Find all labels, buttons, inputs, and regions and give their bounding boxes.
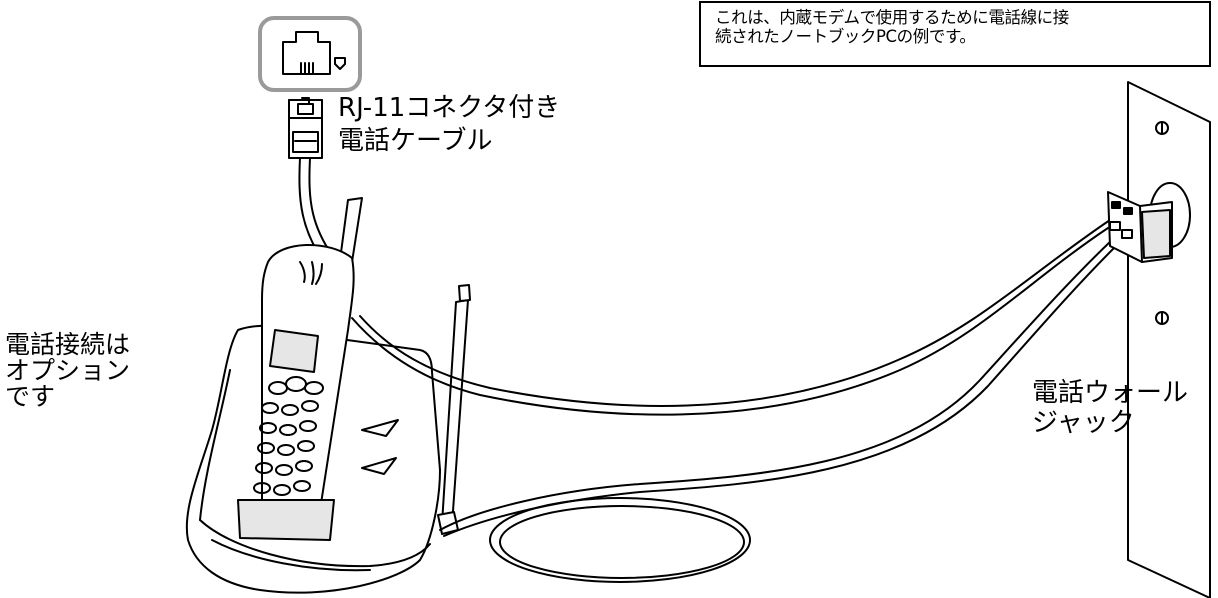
wall-jack-label-line: 電話ウォール bbox=[1032, 378, 1189, 408]
optional-label: 電話接続は オプション です bbox=[5, 332, 130, 410]
optional-label-line: です bbox=[5, 382, 56, 411]
wall-jack-label-line: ジャック bbox=[1032, 408, 1135, 438]
cable-label-line: RJ-11コネクタ付き bbox=[338, 93, 561, 123]
note-line: 続されたノートブックPCの例です。 bbox=[715, 27, 976, 46]
optional-label-line: 電話接続は bbox=[5, 330, 131, 359]
rj11-port-icon bbox=[258, 16, 362, 92]
optional-label-line: オプション bbox=[5, 356, 131, 385]
cordless-phone-icon bbox=[237, 197, 363, 541]
line-splitter-icon bbox=[1107, 191, 1173, 263]
wall-jack-label: 電話ウォール ジャック bbox=[1032, 378, 1188, 438]
cable-label: RJ-11コネクタ付き 電話ケーブル bbox=[338, 92, 560, 158]
cable-label-line: 電話ケーブル bbox=[338, 126, 493, 156]
phone-line-lower bbox=[439, 239, 1113, 531]
phone-line-upper bbox=[351, 227, 1109, 416]
note-text: これは、内蔵モデムで使用するために電話線に接 続されたノートブックPCの例です。 bbox=[715, 8, 1069, 46]
cable-loop bbox=[489, 497, 751, 583]
note-box: これは、内蔵モデムで使用するために電話線に接 続されたノートブックPCの例です。 bbox=[699, 1, 1211, 67]
rj11-plug-icon bbox=[288, 97, 323, 159]
base-antenna-icon bbox=[437, 284, 471, 535]
note-line: これは、内蔵モデムで使用するために電話線に接 bbox=[715, 8, 1069, 27]
wall-jack-icon bbox=[1127, 81, 1211, 598]
